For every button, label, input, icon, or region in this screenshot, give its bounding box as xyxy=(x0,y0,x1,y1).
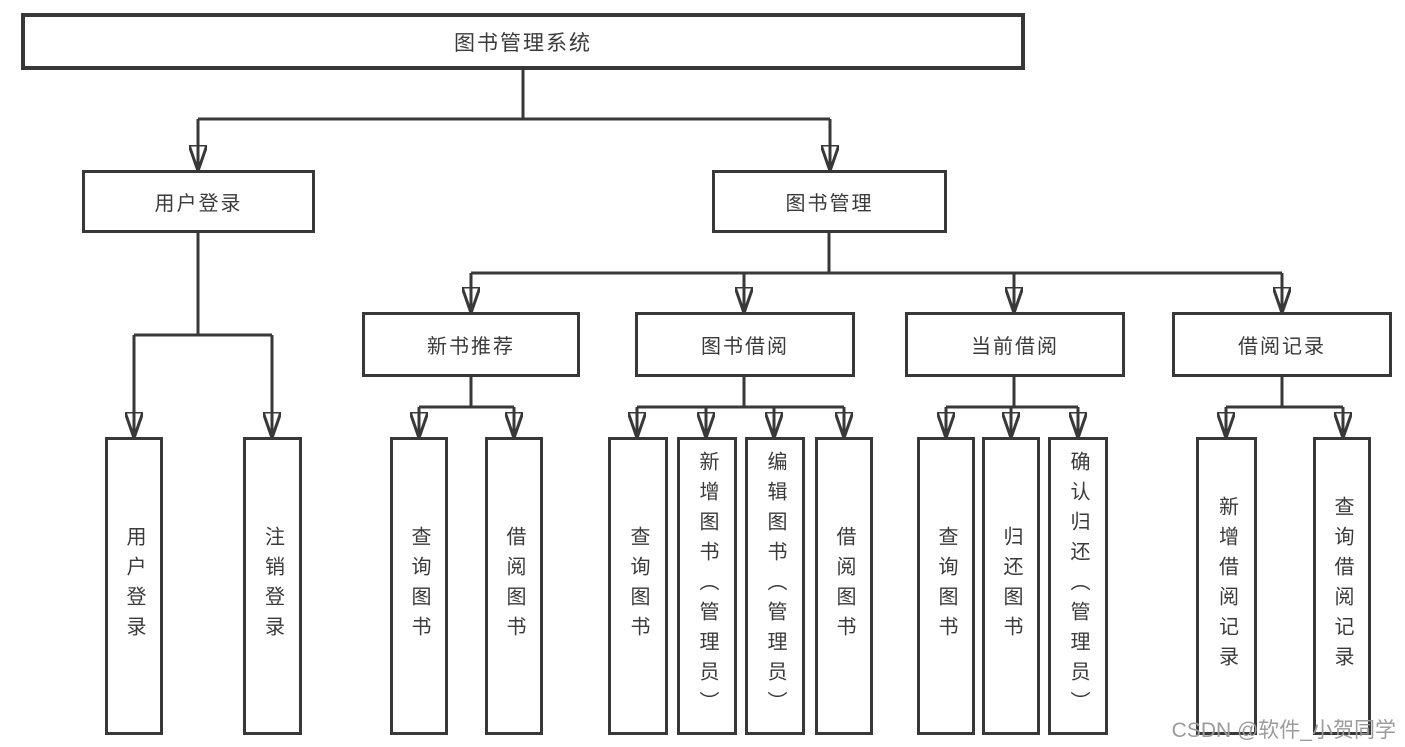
connector-user-login-children xyxy=(134,233,272,437)
leaf-return-books: 归还图书 xyxy=(982,437,1040,735)
leaf-borrow-books-recommend: 借阅图书 xyxy=(485,437,543,735)
node-current-borrow: 当前借阅 xyxy=(905,312,1125,377)
leaf-query-books-borrow: 查询图书 xyxy=(608,437,668,735)
leaf-confirm-return-admin: 确认归还（管理员） xyxy=(1048,437,1108,735)
node-new-book-recommend: 新书推荐 xyxy=(362,312,580,377)
leaf-logout: 注销登录 xyxy=(243,437,302,735)
node-book-management: 图书管理 xyxy=(712,170,947,233)
node-book-borrow: 图书借阅 xyxy=(635,312,855,377)
leaf-add-borrow-record: 新增借阅记录 xyxy=(1196,437,1257,735)
leaf-query-books-current: 查询图书 xyxy=(917,437,975,735)
leaf-query-borrow-record: 查询借阅记录 xyxy=(1313,437,1371,735)
connector-current-borrow-children xyxy=(946,377,1078,437)
connector-book-borrow-children xyxy=(637,377,844,437)
node-system-root: 图书管理系统 xyxy=(21,13,1025,70)
leaf-borrow-books: 借阅图书 xyxy=(815,437,873,735)
node-borrow-records: 借阅记录 xyxy=(1172,312,1392,377)
connector-root-to-level2 xyxy=(198,70,830,170)
leaf-edit-book-admin: 编辑图书（管理员） xyxy=(745,437,805,735)
leaf-query-books-recommend: 查询图书 xyxy=(390,437,448,735)
connector-borrow-records-children xyxy=(1226,377,1343,437)
leaf-add-book-admin: 新增图书（管理员） xyxy=(677,437,737,735)
connector-new-book-recommend-children xyxy=(419,377,514,437)
node-user-login: 用户登录 xyxy=(82,170,315,233)
connector-book-management-to-level3 xyxy=(471,233,1282,312)
leaf-user-login: 用户登录 xyxy=(105,437,163,735)
watermark: CSDN @软件_小贺同学 xyxy=(1171,719,1396,742)
